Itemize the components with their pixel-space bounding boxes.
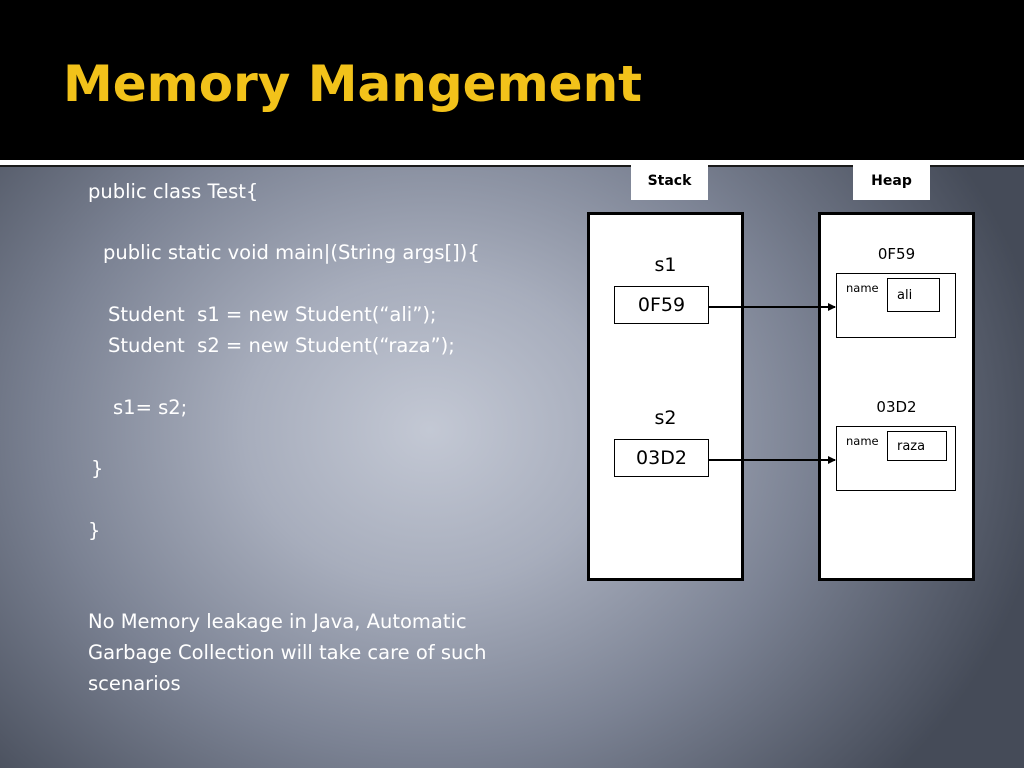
heap-field-value-ali: ali <box>887 278 940 312</box>
code-line-assign: s1= s2; <box>113 396 188 419</box>
stack-var-s1: s1 <box>654 254 677 276</box>
code-line-student-s1: Student s1 = new Student(“ali”); <box>108 303 437 326</box>
heap-field-value-raza: raza <box>887 431 947 461</box>
title-divider-shadow <box>0 165 1024 167</box>
stack-var-s2: s2 <box>654 407 677 429</box>
stack-label: Stack <box>631 162 708 200</box>
heap-address-03d2: 03D2 <box>876 398 917 416</box>
code-line-close-class: } <box>88 519 101 542</box>
slide-title: Memory Mangement <box>63 55 643 113</box>
heap-address-0f59: 0F59 <box>877 245 916 263</box>
code-line-main: public static void main|(String args[]){ <box>103 241 480 264</box>
stack-ref-s1: 0F59 <box>614 286 709 324</box>
heap-label: Heap <box>853 162 930 200</box>
code-line-student-s2: Student s2 = new Student(“raza”); <box>108 334 455 357</box>
title-bar <box>0 0 1024 160</box>
code-line-class: public class Test{ <box>88 180 259 203</box>
heap-field-name-ali: name <box>846 281 879 295</box>
garbage-collection-note: No Memory leakage in Java, Automatic Gar… <box>88 610 487 695</box>
heap-field-name-raza: name <box>846 434 879 448</box>
stack-ref-s2: 03D2 <box>614 439 709 477</box>
code-line-close-main: } <box>91 457 104 480</box>
stack-panel <box>587 212 744 581</box>
title-divider <box>0 160 1024 165</box>
heap-panel <box>818 212 975 581</box>
